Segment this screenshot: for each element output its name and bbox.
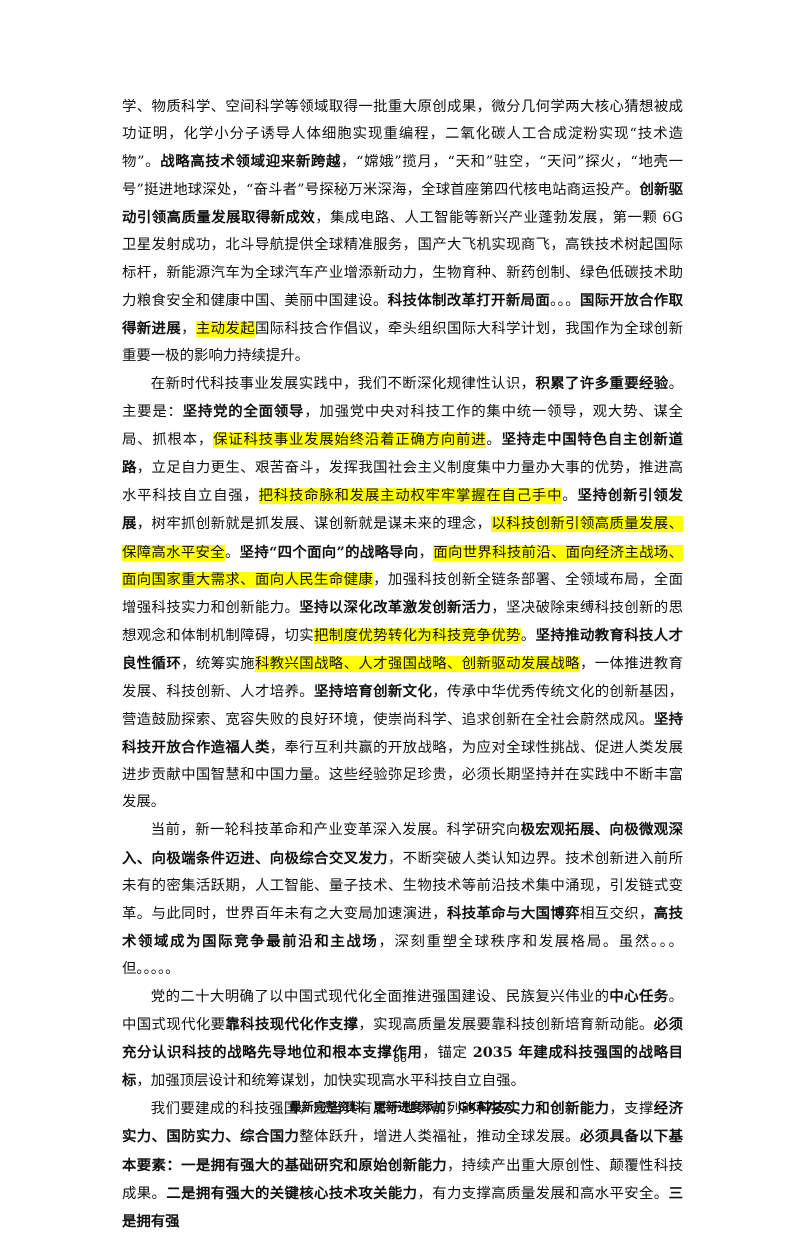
- text-run: 党的二十大明确了以中国式现代化全面推进强国建设、民族复兴伟业的: [150, 989, 610, 1005]
- text-run: 。: [486, 432, 502, 449]
- paragraph: 党的二十大明确了以中国式现代化全面推进强国建设、民族复兴伟业的中心任务。中国式现…: [122, 983, 683, 1095]
- text-run: ，锚定: [422, 1045, 473, 1062]
- bold-text: 科技实力和创新能力: [476, 1100, 610, 1118]
- bold-text: 靠科技现代化作支撑: [225, 1016, 359, 1034]
- bold-text: 坚持走中国特色自主创新道路: [122, 431, 683, 477]
- text-run: ，: [418, 544, 434, 561]
- text-run: ，奉行互利共赢的开放战略，为应对全球性挑战、促进人类发展进步贡献中国智慧和中国力…: [122, 740, 683, 811]
- text-run: ，实现高质量发展要靠科技创新培育新动能。: [358, 1017, 654, 1034]
- text-run: 。主要是：: [122, 375, 683, 421]
- text-run: 学、物质科学、空间科学等领域取得一批重大原创成果，微分几何学两大核心猜想被成功证…: [122, 99, 683, 171]
- bold-text: 坚持创新引领发展: [122, 487, 683, 533]
- text-run: ，加强顶层设计和统筹谋划，加快实现高水平科技自立自强。: [136, 1073, 525, 1090]
- bold-text: 坚持以深化改革激发创新活力: [299, 598, 492, 616]
- document-page: 学、物质科学、空间科学等领域取得一批重大原创成果，微分几何学两大核心猜想被成功证…: [122, 94, 683, 1230]
- text-run: 国际科技合作倡议，牵头组织国际大科学计划，我国作为全球创新重要一极的影响力持续提…: [122, 320, 683, 364]
- highlighted-text: 把制度优势转化为科技竞争优势: [314, 627, 521, 644]
- text-run: 。。。: [550, 292, 580, 309]
- text-run: ，传承中华优秀传统文化的创新基因，营造鼓励探索、宽容失败的良好环境，使崇尚科学、…: [122, 683, 683, 729]
- text-run: ，: [181, 320, 196, 337]
- text-run: 当前，新一轮科技革命和产业变革深入发展。科学研究向: [150, 822, 521, 839]
- text-run: ，支撑: [609, 1101, 654, 1118]
- bold-text: 积累了许多重要经验: [535, 374, 669, 392]
- bold-text: 二是拥有强大的关键核心技术攻关能力: [166, 1184, 418, 1202]
- bold-text: 国际开放合作取得新进展: [122, 291, 683, 337]
- bold-text: 创新驱动引领高质量发展取得新成效: [122, 181, 683, 227]
- paragraph: 在新时代科技事业发展实践中，我们不断深化规律性认识，积累了许多重要经验。主要是：…: [122, 370, 683, 817]
- bold-text: 中心任务: [609, 988, 669, 1005]
- text-run: 。: [224, 544, 240, 561]
- text-run: ，不断突破人类认知边界。技术创新进入前所未有的密集活跃期，人工智能、量子技术、生…: [122, 850, 683, 922]
- bold-text: 2035 年建成科技强国的战略目标: [122, 1044, 683, 1090]
- bold-text: 科技体制改革打开新局面: [387, 291, 551, 309]
- text-run: ，一体推进教育发展、科技创新、人才培养。: [122, 655, 683, 700]
- paragraph: 学、物质科学、空间科学等领域取得一批重大原创成果，微分几何学两大核心猜想被成功证…: [122, 94, 683, 370]
- bold-text: 必须充分认识科技的战略先导地位和根本支撑作用: [122, 1016, 683, 1062]
- text-run: 在新时代科技事业发展实践中，我们不断深化规律性认识，: [150, 375, 536, 392]
- text-run: ，有力支撑高质量发展和高水平安全。: [417, 1185, 669, 1202]
- text-run: ，“嫦娥”揽月，“天和”驻空，“天问”探火，“地壳一号”挺进地球深处，“奋斗者”…: [122, 154, 683, 199]
- text-run: ，集成电路、人工智能等新兴产业蓬勃发展，第一颗 6G 卫星发射成功，北斗导航提供…: [122, 210, 683, 309]
- bold-text: 坚持推动教育科技人才良性循环: [122, 626, 683, 672]
- text-run: ，加强党中央对科技工作的集中统一领导，观大势、谋全局、抓根本，: [122, 404, 683, 449]
- text-run: 。: [562, 488, 578, 505]
- text-run: ，深刻重塑全球秩序和发展格局。虽然。。。但。。。。。: [122, 933, 683, 977]
- bold-text: 坚持培育创新文化: [314, 682, 433, 700]
- text-run: 相互交织，: [579, 905, 654, 922]
- page-number: 88: [393, 1052, 407, 1065]
- footer-note: 最新完整资料、更新进度添加：GK4727: [289, 1100, 511, 1114]
- bold-text: 极宏观拓展、向极微观深入、向极端条件迈进、向极综合交叉发力: [122, 821, 683, 867]
- paragraph: 当前，新一轮科技革命和产业变革深入发展。科学研究向极宏观拓展、向极微观深入、向极…: [122, 816, 683, 983]
- text-run: ，立足自力更生、艰苦奋斗，发挥我国社会主义制度集中力量办大事的优势，推进高水平科…: [122, 460, 683, 505]
- bold-text: 高技术领域成为国际竞争最前沿和主战场: [122, 904, 683, 950]
- text-run: ，加强科技创新全链条部署、全领域布局，全面增强科技实力和创新能力。: [122, 571, 683, 616]
- text-run: ，坚决破除束缚科技创新的思想观念和体制机制障碍，切实: [122, 599, 683, 644]
- paragraph: 我们要建成的科技强国，应当具有居于世界前列的科技实力和创新能力，支撑经济实力、国…: [122, 1095, 683, 1235]
- bold-text: 坚持科技开放合作造福人类: [122, 711, 683, 757]
- bold-text: 坚持党的全面领导: [182, 403, 305, 421]
- bold-text: 科技革命与大国博弈: [446, 904, 580, 922]
- highlighted-text: 把科技命脉和发展主动权牢牢掌握在自己手中: [258, 488, 563, 505]
- bold-text: 战略高技术领域迎来新跨越: [160, 153, 342, 171]
- text-run: ，树牢抓创新就是抓发展、谋创新就是谋未来的理念，: [136, 516, 492, 533]
- text-run: 。: [520, 627, 536, 644]
- highlighted-text: 科教兴国战略、人才强国战略、创新驱动发展战略: [254, 655, 580, 672]
- highlighted-text: 主动发起: [195, 320, 255, 337]
- text-run: 。中国式现代化要: [122, 989, 683, 1034]
- highlighted-text: 保证科技事业发展始终沿着正确方向前进: [213, 432, 487, 449]
- text-run: ，统筹实施: [181, 655, 255, 672]
- bold-text: 坚持“四个面向”的战略导向: [239, 543, 419, 561]
- text-run: 我们要建成的科技强国，应当具有居于世界前列的: [150, 1101, 477, 1118]
